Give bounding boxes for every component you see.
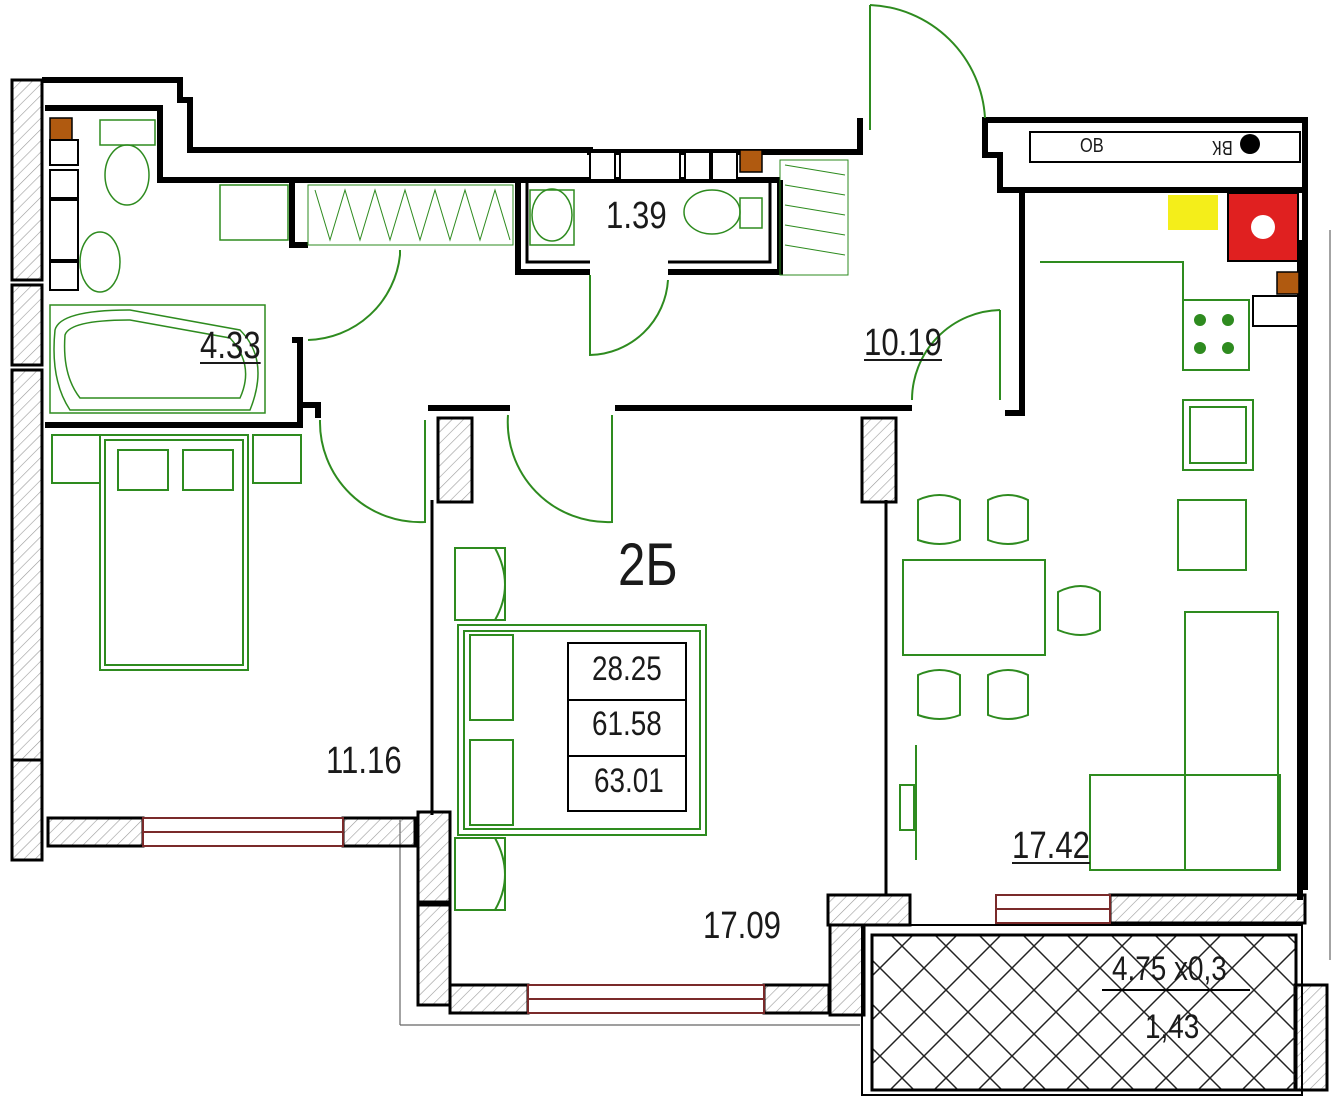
walls	[42, 77, 1308, 900]
shaft-blocks	[49, 131, 1301, 327]
riser-circle	[1251, 215, 1275, 239]
shaft-ov-label: ОВ	[1080, 135, 1104, 157]
shaft-vk-label: ВК	[1212, 136, 1233, 158]
area-hall: 10.19	[864, 322, 942, 364]
wardrobe-hatch	[307, 159, 849, 276]
bedroom-furniture	[51, 434, 302, 671]
stove-burners	[1194, 314, 1234, 354]
outer-contour	[399, 230, 1331, 1026]
hatched-walls	[10, 78, 1329, 1092]
balcony	[861, 924, 1303, 1096]
total-area: 61.58	[592, 705, 662, 743]
apartment-code: 2Б	[618, 531, 678, 598]
wc-fixtures	[529, 188, 763, 246]
highlight-zone	[1168, 195, 1218, 230]
area-wc: 1.39	[606, 195, 667, 237]
area-kitchen: 17.42	[1012, 825, 1090, 867]
balcony-dims: 4.75 x0,3	[1112, 950, 1227, 988]
totals-box	[567, 642, 687, 812]
total-living: 28.25	[592, 650, 662, 688]
total-with-balcony: 63.01	[594, 762, 664, 800]
living-furniture	[454, 547, 707, 911]
doors	[307, 4, 1001, 524]
vk-symbol	[1240, 134, 1260, 154]
windows	[142, 817, 1111, 1014]
balcony-area: 1,43	[1145, 1008, 1200, 1046]
area-bedroom: 11.16	[326, 740, 402, 782]
area-living-room: 17.09	[703, 905, 781, 947]
kitchen-furniture	[899, 261, 1281, 871]
area-bathroom: 4.33	[200, 325, 261, 367]
vent-markers	[49, 117, 1300, 295]
thin-walls	[430, 180, 888, 895]
bathroom-fixtures	[49, 119, 289, 414]
